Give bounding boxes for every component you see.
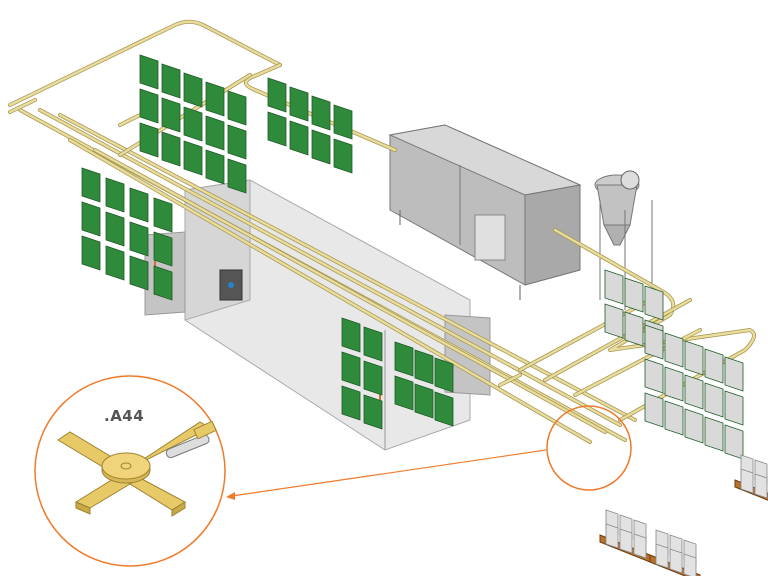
hanger-panel (604, 269, 624, 305)
hanger-panel (139, 88, 159, 124)
hanger-panel (139, 54, 159, 90)
hanger-panel (129, 255, 149, 291)
stacked-part (605, 523, 619, 549)
hanger-panel (205, 81, 225, 117)
hanger-panel (624, 311, 644, 347)
hanger-panel (161, 63, 181, 99)
rail-segment (118, 113, 142, 127)
hanger-panel (311, 95, 331, 131)
rail-segment (8, 98, 37, 114)
hanger-panel (664, 400, 684, 436)
cyclone-filter (594, 170, 653, 310)
hanger-panel (183, 72, 203, 108)
hanger-panel (724, 390, 744, 426)
hanger-panel (704, 348, 724, 384)
hanger-panel (724, 424, 744, 460)
hanger-panel (205, 115, 225, 151)
hanger-panel (341, 351, 361, 387)
overhead-conveyor-rails (8, 19, 756, 444)
hanger-panel (289, 120, 309, 156)
rail-segment (8, 20, 282, 107)
hanger-panel (434, 357, 454, 393)
hanger-panel (333, 104, 353, 140)
hanger-panel (205, 149, 225, 185)
hanger-panel (267, 77, 287, 113)
stacked-part (740, 468, 754, 494)
hanger-panel (153, 265, 173, 301)
stacked-part (655, 543, 669, 569)
rail-segment (58, 113, 637, 422)
hanger-panel (139, 122, 159, 158)
hanger-panel (129, 187, 149, 223)
hanger-panel (81, 235, 101, 271)
rail-segment (553, 228, 756, 422)
hanger-panel (363, 360, 383, 396)
hanger-panel (129, 221, 149, 257)
hanger-panel (341, 317, 361, 353)
hanger-panel (227, 124, 247, 160)
stacked-part (754, 473, 768, 499)
hanger-panel (183, 106, 203, 142)
hanger-panel (664, 366, 684, 402)
hanger-panel (105, 177, 125, 213)
callout-leader-line (231, 449, 547, 497)
hanger-panel (684, 340, 704, 376)
hanger-panel (414, 383, 434, 419)
hanger-panel (81, 201, 101, 237)
hanger-panel (414, 349, 434, 385)
rail-segment (38, 108, 622, 427)
hanger-panel (153, 197, 173, 233)
stacked-part (619, 528, 633, 554)
rail-segment (518, 298, 652, 372)
hanger-panel (227, 90, 247, 126)
hanger-panel (311, 129, 331, 165)
hanger-panel (644, 392, 664, 428)
hanger-panel (624, 277, 644, 313)
hanger-panel (434, 391, 454, 427)
hanger-panel (394, 375, 414, 411)
green-parts-hangers (81, 54, 454, 430)
hanger-panel (81, 167, 101, 203)
hanger-panel (153, 231, 173, 267)
hanger-panel (684, 374, 704, 410)
hanger-panel (363, 326, 383, 362)
hanger-panel (289, 86, 309, 122)
hanger-panel (105, 245, 125, 281)
pallets-with-parts (599, 454, 768, 576)
hanger-panel (644, 358, 664, 394)
rail-segment (68, 138, 592, 444)
stacked-part (633, 533, 647, 559)
hanger-panel (227, 158, 247, 194)
rail-segment (543, 298, 692, 382)
hanger-panel (684, 408, 704, 444)
hanger-panel (267, 111, 287, 147)
hanger-panel (161, 131, 181, 167)
hanger-panel (394, 341, 414, 377)
hanger-panel (604, 303, 624, 339)
rail-segment (244, 63, 397, 152)
rail-segment (498, 373, 522, 387)
hanger-panel (704, 416, 724, 452)
hanger-panel (183, 140, 203, 176)
hanger-panel (333, 138, 353, 174)
hanger-panel (363, 394, 383, 430)
hanger-panel (664, 332, 684, 368)
hanger-panel (724, 356, 744, 392)
hanger-panel (105, 211, 125, 247)
hanger-panel (341, 385, 361, 421)
hanger-panel (704, 382, 724, 418)
detail-highlight-circle (546, 405, 632, 491)
stacked-part (669, 548, 683, 574)
stacked-part (683, 553, 697, 576)
powder-coating-booth (388, 124, 582, 300)
rail-segment (93, 148, 607, 434)
callout-label: .A44 (104, 407, 145, 425)
hanger-panel (161, 97, 181, 133)
arrowhead-icon (226, 492, 235, 500)
junction-turntable-detail (57, 420, 217, 517)
hanger-panel (644, 285, 664, 321)
hanger-panel (644, 324, 664, 360)
grey-parts-hangers (604, 269, 744, 460)
